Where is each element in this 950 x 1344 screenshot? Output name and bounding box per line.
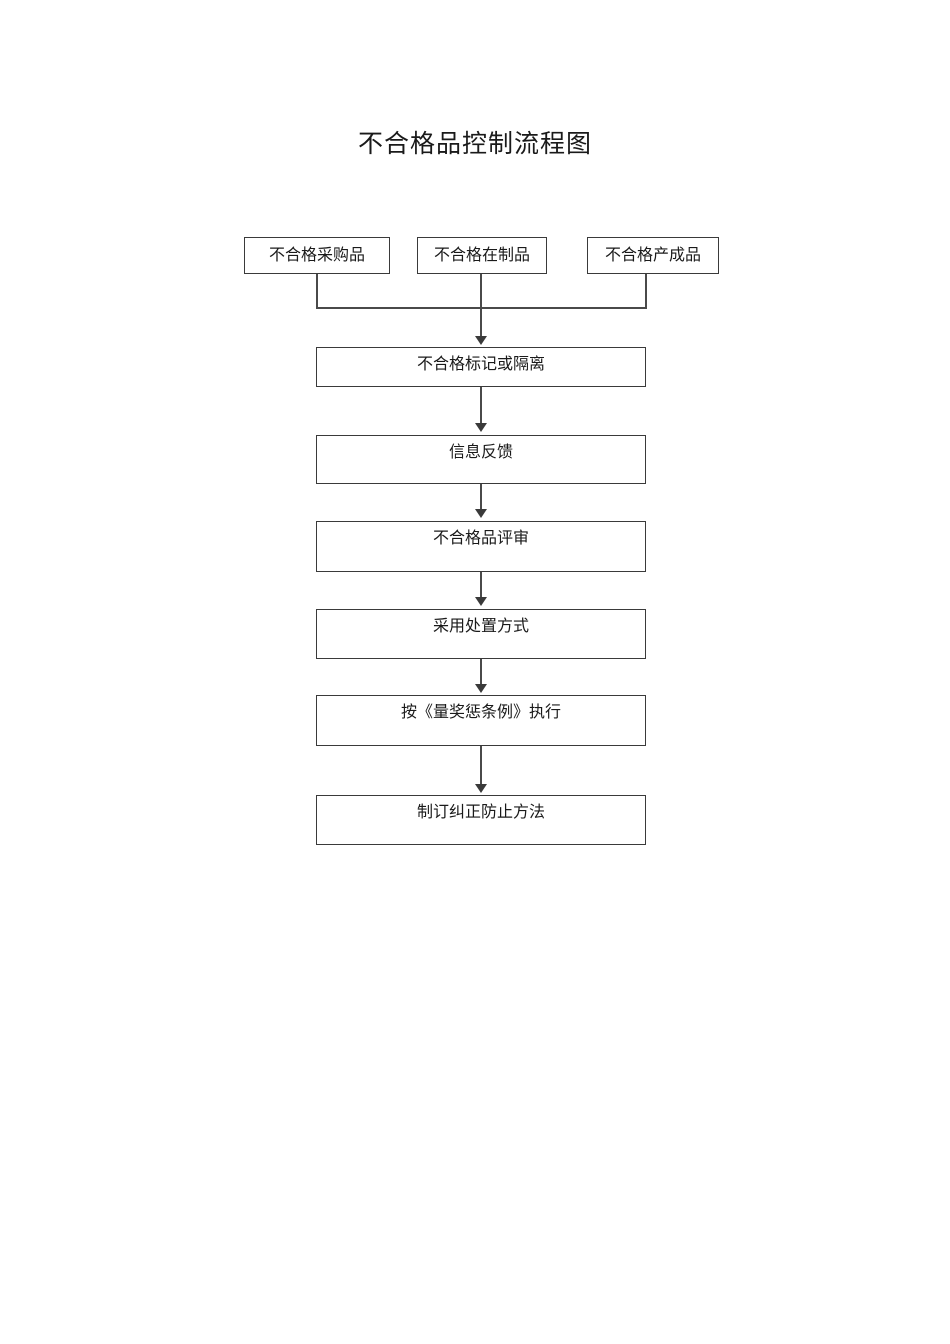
arrowhead-to-step6 [475, 784, 487, 793]
node-input-finished-label: 不合格产成品 [604, 247, 701, 264]
node-input-in-process[interactable]: 不合格在制品 [417, 237, 547, 274]
node-step-reward-penalty-label: 按《量奖惩条例》执行 [400, 704, 561, 721]
node-input-in-process-label: 不合格在制品 [433, 247, 530, 264]
arrowhead-to-step2 [475, 423, 487, 432]
connector-step3-to-step4 [480, 572, 482, 599]
node-step-disposition-method[interactable]: 采用处置方式 [316, 609, 646, 659]
node-step-disposition-method-label: 采用处置方式 [432, 618, 529, 635]
node-input-finished[interactable]: 不合格产成品 [587, 237, 719, 274]
connector-step5-to-step6 [480, 746, 482, 786]
page-title: 不合格品控制流程图 [357, 131, 592, 158]
node-step-nonconforming-review[interactable]: 不合格品评审 [316, 521, 646, 572]
node-step-marking-isolation-label: 不合格标记或隔离 [416, 356, 545, 373]
node-input-purchased-label: 不合格采购品 [268, 247, 365, 264]
connector-input-purchased-drop [316, 274, 318, 308]
connector-step1-to-step2 [480, 387, 482, 425]
node-input-purchased[interactable]: 不合格采购品 [244, 237, 390, 274]
arrowhead-to-step3 [475, 509, 487, 518]
node-step-information-feedback[interactable]: 信息反馈 [316, 435, 646, 484]
node-step-reward-penalty[interactable]: 按《量奖惩条例》执行 [316, 695, 646, 746]
connector-step2-to-step3 [480, 484, 482, 511]
connector-input-finished-drop [645, 274, 647, 308]
node-step-corrective-preventive[interactable]: 制订纠正防止方法 [316, 795, 646, 845]
arrowhead-to-step4 [475, 597, 487, 606]
node-step-marking-isolation[interactable]: 不合格标记或隔离 [316, 347, 646, 387]
node-step-nonconforming-review-label: 不合格品评审 [432, 530, 529, 547]
connector-merge-to-step1 [480, 274, 482, 338]
connector-step4-to-step5 [480, 659, 482, 686]
node-step-information-feedback-label: 信息反馈 [448, 444, 513, 461]
arrowhead-to-step1 [475, 336, 487, 345]
node-step-corrective-preventive-label: 制订纠正防止方法 [416, 804, 545, 821]
arrowhead-to-step5 [475, 684, 487, 693]
